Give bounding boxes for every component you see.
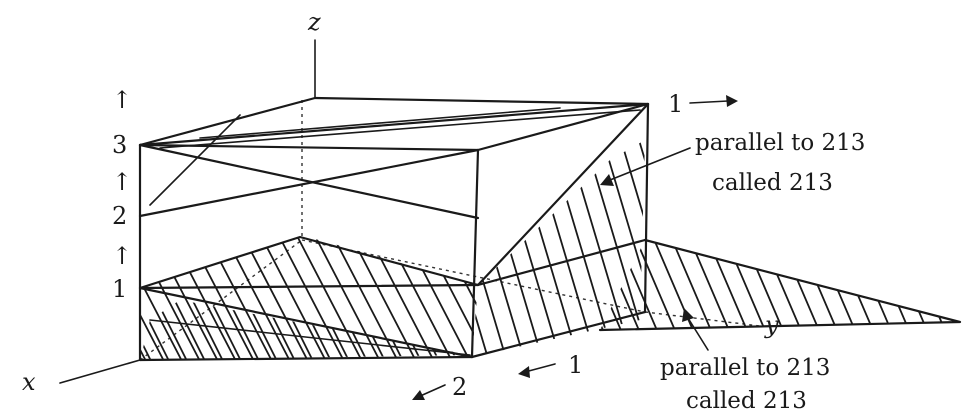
z-arrow-up-icon: ↑ (112, 86, 132, 114)
hatch-line (811, 240, 858, 330)
hatch-line (257, 237, 329, 360)
z-intercept-2: 2 (112, 202, 127, 230)
lower-annotation-line1: parallel to 213 (660, 355, 830, 381)
cube-right-bottom-edge (470, 310, 647, 359)
hatch-line (667, 240, 714, 330)
bottom-x-arrowhead-icon (412, 390, 425, 400)
hatch-line (140, 300, 154, 360)
hatch-line (311, 237, 383, 360)
plane-right-face-trace (476, 238, 647, 287)
plane-2-front-diagonal (138, 143, 480, 220)
top-right-intercept: 1 (668, 90, 683, 118)
plane-2-trace (138, 148, 480, 218)
upper-annotation-line1: parallel to 213 (695, 130, 865, 156)
hatch-line (703, 240, 750, 330)
hatch-line (100, 295, 135, 365)
hatch-line (473, 140, 545, 357)
hatch-line (171, 300, 208, 360)
plane-bottom-trace (149, 319, 471, 356)
right-arrow-icon (689, 100, 729, 104)
hatch-line (140, 237, 203, 360)
lower-annotation-pointer (687, 317, 709, 351)
plane-1-trace (476, 102, 650, 287)
wing-plane-outline (598, 238, 962, 332)
hatch-line (793, 240, 840, 330)
z-intercept-1: 1 (112, 275, 127, 303)
plane-lower-trace (138, 286, 474, 359)
upper-annotation-line2: called 213 (712, 170, 833, 196)
bottom-plane-hatch (100, 295, 470, 365)
plane-left-upper-trace (149, 114, 241, 206)
lower-pointer-arrowhead-icon (682, 308, 694, 322)
y-axis-label: y (764, 311, 779, 339)
bottom-y-arrowhead-icon (518, 366, 530, 378)
right-arrowhead-icon (726, 95, 738, 107)
hatch-line (275, 237, 347, 360)
hatch-line (721, 240, 768, 330)
hatch-line (883, 240, 930, 330)
hatch-line (472, 140, 527, 357)
hatch-line (599, 140, 645, 357)
hatch-line (189, 300, 226, 360)
hatch-line (847, 240, 894, 330)
hatch-line (690, 130, 760, 365)
upper-annotation-pointer (609, 147, 691, 181)
front-plane-outline (138, 235, 480, 290)
lower-annotation-line2: called 213 (686, 388, 807, 413)
cube-front-bottom-edge (138, 355, 474, 362)
hatch-line (739, 240, 786, 330)
x-axis-line (59, 359, 141, 384)
hatch-line (527, 140, 599, 357)
hatch-line (140, 237, 185, 360)
z-intercept-3: 3 (112, 131, 127, 159)
plane-top-diagonal-b (199, 107, 561, 139)
hidden-left-bottom-edge (139, 239, 303, 361)
bottom-y-arrow-icon (524, 363, 556, 373)
hatch-line (472, 140, 491, 357)
bottom-y-intercept: 1 (568, 351, 583, 379)
hatch-line (140, 237, 167, 360)
hatch-line (509, 140, 581, 357)
upper-pointer-arrowhead-icon (600, 174, 614, 186)
hatch-line (919, 240, 960, 330)
x-axis-label: x (22, 368, 36, 396)
hatch-line (654, 130, 724, 365)
hatch-line (955, 240, 960, 330)
z-axis-label: z (307, 8, 321, 36)
z-arrow-up-icon: ↑ (112, 242, 132, 270)
cube-back-right-edge (643, 102, 650, 314)
z-arrow-up-icon: ↑ (112, 168, 132, 196)
hatch-line (937, 240, 960, 330)
hatch-line (829, 240, 876, 330)
hatch-line (207, 300, 244, 360)
plane-top-diagonal-a (159, 109, 641, 149)
hidden-y-extension (644, 311, 761, 327)
cube-front-right-edge (470, 148, 480, 359)
bottom-x-intercept: 2 (452, 373, 467, 401)
hatch-line (901, 240, 948, 330)
hatch-line (775, 240, 822, 330)
hatch-line (617, 140, 645, 357)
hatch-line (865, 240, 912, 330)
front-plane-hatch (140, 237, 478, 360)
hatch-line (329, 237, 401, 360)
hatch-line (419, 237, 478, 360)
hatch-line (491, 140, 563, 357)
plane-3-trace (138, 102, 650, 147)
hatch-line (672, 130, 742, 365)
